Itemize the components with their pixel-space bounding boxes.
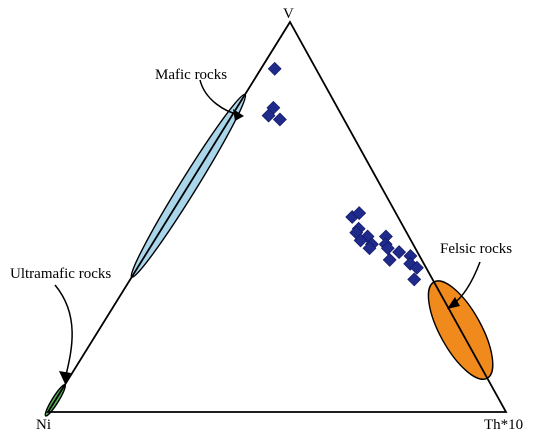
vertex-label-right: Th*10 — [484, 417, 523, 433]
data-point — [380, 241, 395, 256]
vertex-label-top: V — [283, 6, 294, 22]
rock-fields — [44, 93, 494, 417]
sample-points — [261, 61, 424, 287]
arrowhead-mafic — [233, 109, 244, 121]
arrow-ultramafic — [54, 284, 73, 376]
data-point — [407, 272, 422, 287]
arrowhead-ultramafic — [59, 371, 71, 384]
field-annotations — [54, 79, 481, 384]
data-point — [409, 260, 424, 275]
data-point — [353, 233, 368, 248]
labels: V Ni Th*10 Mafic rocks Ultramafic rocks … — [10, 6, 523, 433]
field-label-felsic: Felsic rocks — [440, 241, 512, 257]
ternary-frame — [46, 20, 508, 413]
data-point — [352, 206, 367, 221]
data-point — [392, 245, 407, 260]
arrowhead-felsic — [447, 297, 460, 309]
vertex-label-left: Ni — [36, 417, 51, 433]
field-label-mafic: Mafic rocks — [155, 67, 227, 83]
data-point — [272, 112, 287, 127]
data-point — [261, 108, 276, 123]
field-label-ultramafic: Ultramafic rocks — [10, 266, 111, 282]
data-point — [267, 61, 282, 76]
data-point — [382, 252, 397, 267]
data-point — [362, 241, 377, 256]
